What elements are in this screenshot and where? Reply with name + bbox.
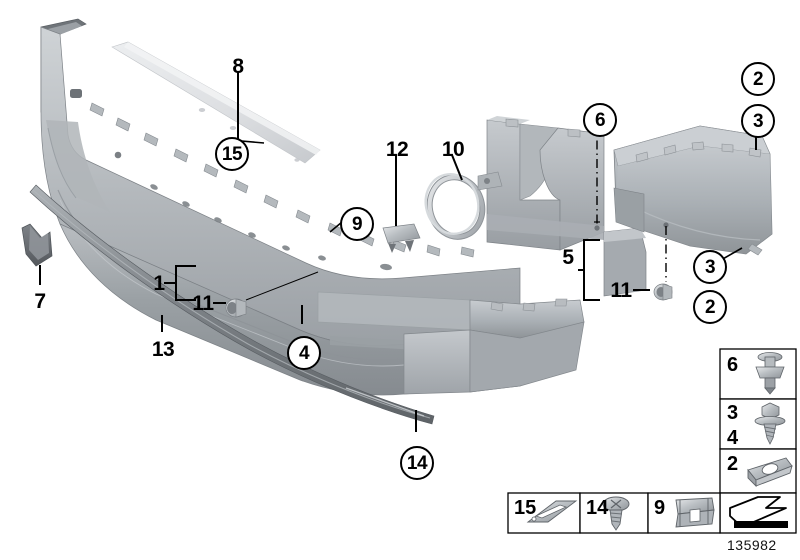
u-nut-clip-icon bbox=[747, 457, 793, 488]
part-13-lower-moulding-strip bbox=[29, 184, 435, 425]
part-10-lamp-trim-ring bbox=[424, 173, 486, 240]
callout-5: 5 bbox=[562, 245, 574, 269]
retaining-plate-clip-icon bbox=[526, 500, 578, 523]
direction-arrow-icon bbox=[729, 496, 788, 528]
part-5-centre-support-bracket bbox=[477, 116, 647, 297]
diagram-id-number: 135982 bbox=[727, 537, 777, 553]
callout-11-left: 11 bbox=[192, 291, 214, 315]
callout-12: 12 bbox=[385, 137, 409, 161]
callout-13: 13 bbox=[151, 337, 175, 361]
legend-number-2: 2 bbox=[727, 453, 739, 475]
part-8-upper-trim-strip bbox=[111, 41, 321, 164]
legend-number-4: 4 bbox=[727, 427, 739, 449]
callout-4: 4 bbox=[287, 336, 321, 370]
bracket-rail-clip-icon bbox=[675, 497, 715, 528]
callout-15: 15 bbox=[215, 137, 249, 171]
legend-number-6: 6 bbox=[727, 354, 739, 376]
legend-number-9: 9 bbox=[654, 497, 666, 519]
callout-10: 10 bbox=[441, 137, 465, 161]
legend-number-15: 15 bbox=[514, 497, 537, 519]
legend-number-14: 14 bbox=[586, 497, 609, 519]
callout-7: 7 bbox=[34, 289, 46, 313]
push-rivet-clip-icon bbox=[755, 352, 785, 395]
legend-hardware-panel bbox=[507, 348, 797, 534]
callout-2-lower: 2 bbox=[693, 290, 727, 324]
part-right-corner-bumper-cover bbox=[613, 125, 773, 256]
callout-3-upper: 3 bbox=[741, 104, 775, 138]
callout-9: 9 bbox=[340, 207, 374, 241]
part-4-lower-bumper-section bbox=[403, 298, 585, 395]
callout-6: 6 bbox=[583, 103, 617, 137]
legend-number-3: 3 bbox=[727, 402, 739, 424]
callout-11-right: 11 bbox=[610, 278, 632, 302]
oval-head-screw-icon bbox=[602, 496, 630, 531]
part-11-grommet-left bbox=[225, 298, 247, 318]
hex-screw-icon bbox=[754, 402, 786, 445]
callout-14: 14 bbox=[400, 446, 434, 480]
part-7-end-cap bbox=[21, 223, 53, 267]
part-12-tow-hook-cover-cap bbox=[382, 223, 421, 253]
callout-1: 1 bbox=[153, 271, 165, 295]
callout-3-lower: 3 bbox=[693, 250, 727, 284]
callout-2-upper: 2 bbox=[741, 62, 775, 96]
part-11-grommet-right bbox=[653, 283, 673, 301]
callout-8: 8 bbox=[232, 54, 244, 78]
